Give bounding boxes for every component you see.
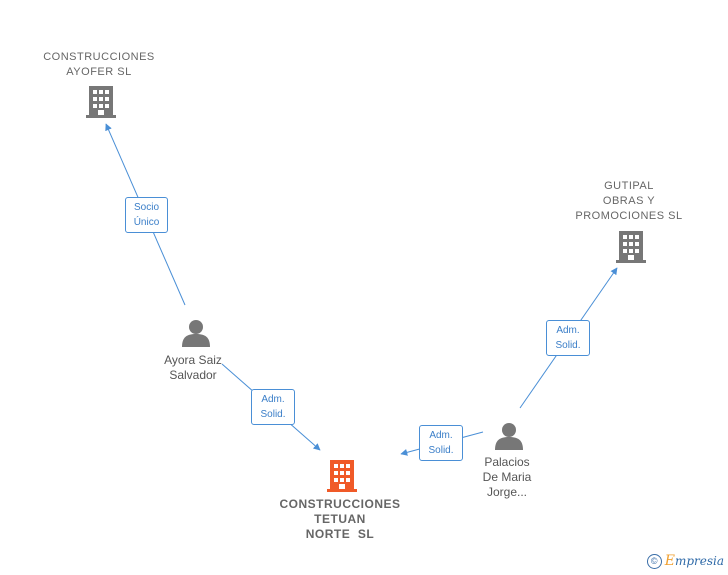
- label-line: NORTE SL: [305, 527, 375, 541]
- label-line: PROMOCIONES SL: [575, 210, 683, 222]
- node-label-palacios[interactable]: Palacios De Maria Jorge...: [457, 455, 557, 500]
- edge-label-line: Solid.: [260, 409, 286, 420]
- edge-label-line: Adm.: [429, 430, 453, 441]
- edge-label-adm-solid-gutipal: Adm. Solid.: [546, 320, 590, 356]
- node-label-construcciones-tetuan[interactable]: CONSTRUCCIONES TETUAN NORTE SL: [265, 497, 415, 542]
- edge-label-socio-unico: Socio Único: [125, 197, 168, 233]
- edge-label-adm-solid-palacios: Adm. Solid.: [419, 425, 463, 461]
- node-label-ayora-saiz[interactable]: Ayora Saiz Salvador: [143, 353, 243, 383]
- label-line: TETUAN: [314, 512, 366, 526]
- brand-initial: E: [664, 553, 675, 569]
- copyright-icon: ©: [646, 553, 662, 569]
- footer-brand[interactable]: © Empresia: [646, 553, 724, 569]
- label-line: AYOFER SL: [66, 66, 132, 78]
- edge-label-line: Solid.: [555, 340, 581, 351]
- edge-label-line: Solid.: [428, 445, 454, 456]
- edge-label-line: Socio: [133, 202, 159, 213]
- label-line: OBRAS Y: [602, 195, 656, 207]
- label-line: CONSTRUCCIONES: [43, 51, 155, 63]
- label-line: GUTIPAL: [604, 180, 654, 192]
- person-icon: [182, 320, 210, 347]
- person-icon: [495, 423, 523, 450]
- main-building-icon: [327, 460, 357, 492]
- edge-label-adm-solid-ayora: Adm. Solid.: [251, 389, 295, 425]
- label-line: CONSTRUCCIONES: [279, 497, 401, 511]
- label-line: Salvador: [169, 368, 217, 382]
- label-line: Jorge...: [486, 485, 528, 499]
- node-label-construcciones-ayofer[interactable]: CONSTRUCCIONES AYOFER SL: [29, 50, 169, 80]
- brand-name: mpresia: [674, 554, 724, 568]
- building-icon: [616, 231, 646, 263]
- label-line: Ayora Saiz: [164, 353, 222, 367]
- edge-label-line: Adm.: [261, 394, 285, 405]
- edge-label-line: Único: [133, 217, 160, 228]
- label-line: De Maria: [482, 470, 532, 484]
- label-line: Palacios: [484, 455, 530, 469]
- brand-logo: Empresia: [665, 553, 724, 569]
- node-label-gutipal[interactable]: GUTIPAL OBRAS Y PROMOCIONES SL: [559, 179, 699, 224]
- edge-label-line: Adm.: [556, 325, 580, 336]
- building-icon: [86, 86, 116, 118]
